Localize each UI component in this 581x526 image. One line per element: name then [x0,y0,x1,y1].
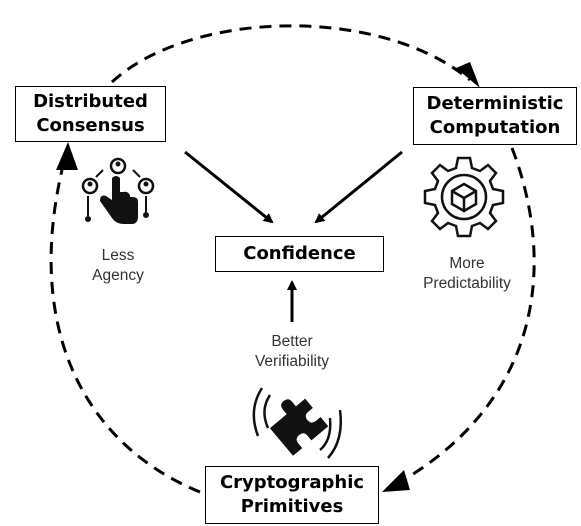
node-deterministic-computation-line1: Deterministic [426,93,564,114]
node-distributed-consensus-line1: Distributed [33,91,148,112]
arrow-consensus-to-confidence [184,150,274,224]
annotation-less-agency-line1: Less [101,247,135,264]
node-deterministic-computation-line2: Computation [429,117,561,138]
hand-touch-network-icon [81,157,155,224]
annotation-more-predictability-line2: Predictability [423,275,511,292]
annotation-less-agency: Less Agency [68,246,168,286]
node-confidence-label: Confidence [243,243,356,264]
annotation-more-predictability: More Predictability [408,254,526,294]
cycle-arrow-consensus-to-computation [110,24,471,84]
node-deterministic-computation: Deterministic Computation [413,87,577,145]
node-cryptographic-primitives-line1: Cryptographic [219,472,365,493]
arrow-computation-to-confidence [314,150,403,224]
node-cryptographic-primitives: Cryptographic Primitives [205,466,379,524]
arrowhead-top [456,62,480,88]
puzzle-pieces-icon [252,387,342,459]
annotation-less-agency-line2: Agency [92,267,144,284]
annotation-better-verifiability: Better Verifiability [242,332,342,372]
cycle-arrow-computation-to-primitives [394,147,536,487]
gear-cube-icon [423,156,505,238]
cycle-arrow-primitives-to-consensus [49,169,201,494]
arrowhead-left [56,142,78,170]
annotation-better-verifiability-line2: Verifiability [254,353,330,370]
annotation-more-predictability-line1: More [449,255,485,272]
node-cryptographic-primitives-line2: Primitives [240,496,344,517]
node-distributed-consensus-line2: Consensus [36,115,145,136]
node-distributed-consensus: Distributed Consensus [15,86,166,142]
node-confidence: Confidence [215,236,384,272]
arrowhead-right [382,470,410,492]
annotation-better-verifiability-line1: Better [271,333,313,350]
